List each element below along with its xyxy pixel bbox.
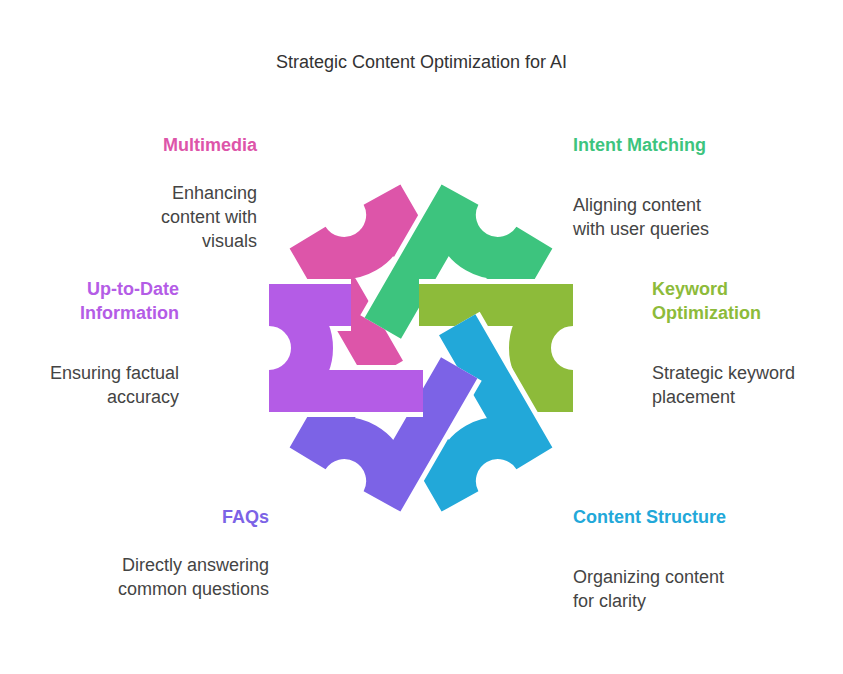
label-group: Keyword OptimizationStrategic keyword pl… [652, 277, 822, 409]
label-group: Intent MatchingAligning content with use… [573, 133, 738, 241]
label-body: Ensuring factual accuracy [29, 361, 179, 409]
label-body: Directly answering common questions [104, 553, 269, 601]
label-heading: FAQs [104, 505, 269, 529]
label-heading: Content Structure [573, 505, 733, 529]
label-body: Aligning content with user queries [573, 193, 738, 241]
label-group: MultimediaEnhancing content with visuals [137, 133, 257, 253]
label-group: Content StructureOrganizing content for … [573, 505, 733, 613]
label-group: Up-to-Date InformationEnsuring factual a… [29, 277, 179, 409]
label-heading: Intent Matching [573, 133, 738, 157]
label-body: Enhancing content with visuals [137, 181, 257, 253]
loop-outline [269, 305, 423, 391]
loop-band [269, 305, 423, 391]
label-body: Organizing content for clarity [573, 565, 733, 613]
label-body: Strategic keyword placement [652, 361, 822, 409]
label-heading: Up-to-Date Information [59, 277, 179, 325]
label-heading: Multimedia [137, 133, 257, 157]
label-heading: Keyword Optimization [652, 277, 782, 325]
diagram-title: Strategic Content Optimization for AI [0, 50, 843, 74]
label-group: FAQsDirectly answering common questions [104, 505, 269, 601]
